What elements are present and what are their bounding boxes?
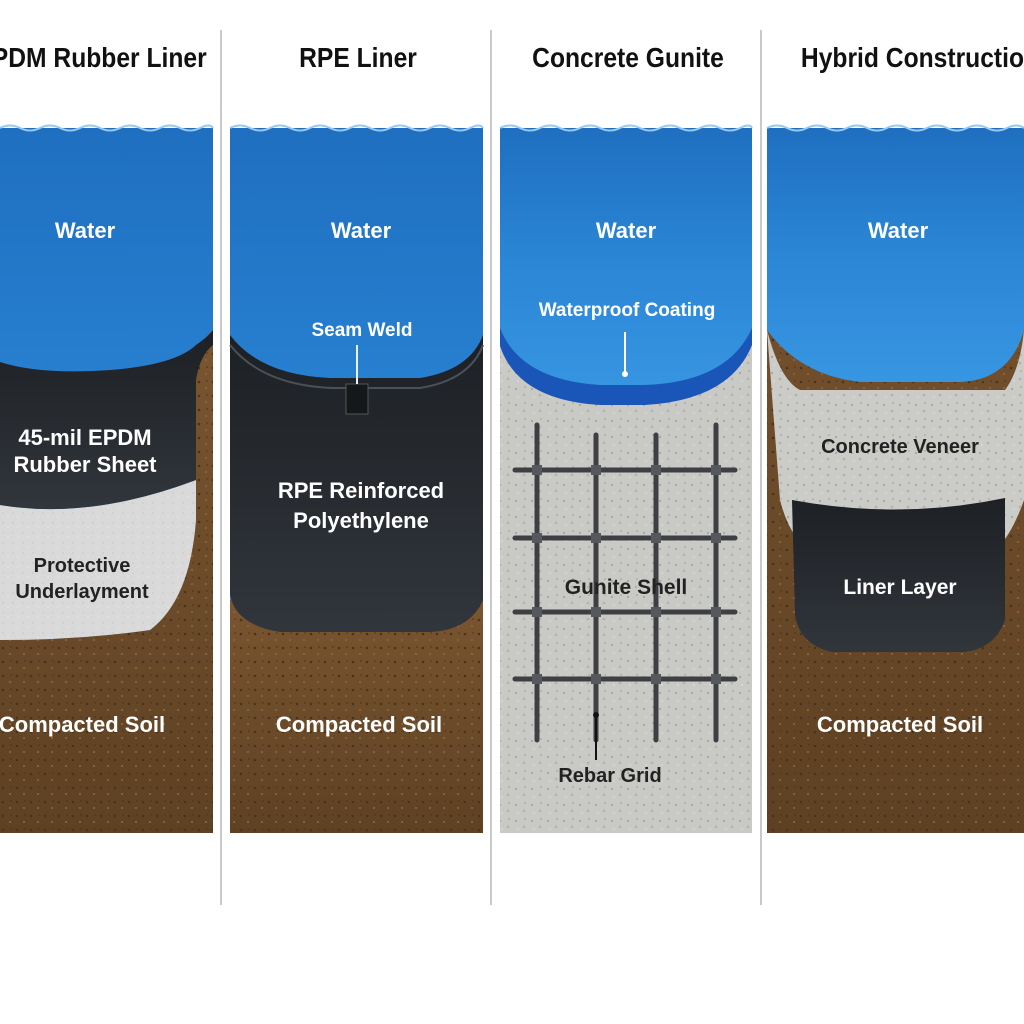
epdm-liner-layer xyxy=(0,330,213,510)
label-water: Water xyxy=(331,218,392,243)
column-divider xyxy=(220,30,222,905)
column-divider xyxy=(760,30,762,905)
column-divider xyxy=(490,30,492,905)
title-hybrid: Hybrid Construction xyxy=(800,42,1024,73)
label-underlay-line2: Underlayment xyxy=(15,581,149,603)
label-water: Water xyxy=(596,218,657,243)
label-waterproof-coating: Waterproof Coating xyxy=(539,300,716,321)
title-rpe: RPE Liner xyxy=(299,42,417,73)
label-water: Water xyxy=(55,218,116,243)
waterproof-coating-layer xyxy=(500,328,752,405)
label-water: Water xyxy=(868,218,929,243)
label-soil: Compacted Soil xyxy=(276,712,442,737)
gunite-section xyxy=(499,124,753,833)
seam-weld-mark xyxy=(345,383,369,415)
water-surface xyxy=(499,124,753,132)
label-liner-layer: Liner Layer xyxy=(843,576,956,599)
label-soil: Compacted Soil xyxy=(817,712,983,737)
label-epdm-line2: Rubber Sheet xyxy=(13,452,157,477)
label-underlay-line1: Protective xyxy=(34,555,131,577)
label-soil: Compacted Soil xyxy=(0,712,165,737)
rebar-ties xyxy=(532,465,721,684)
label-rebar-grid: Rebar Grid xyxy=(558,765,661,787)
title-epdm: EPDM Rubber Liner xyxy=(0,42,207,73)
label-epdm-line1: 45-mil EPDM xyxy=(18,425,151,450)
water-layer xyxy=(500,128,752,398)
title-gunite: Concrete Gunite xyxy=(532,42,724,73)
epdm-section xyxy=(0,124,214,833)
water-surface xyxy=(229,124,484,132)
label-gunite-shell: Gunite Shell xyxy=(565,576,688,599)
rpe-section xyxy=(229,124,484,833)
label-seam-weld: Seam Weld xyxy=(311,320,412,341)
liner-layer xyxy=(792,498,1005,652)
water-surface xyxy=(766,124,1024,132)
label-rpe-line1: RPE Reinforced xyxy=(278,478,444,503)
water-layer xyxy=(767,128,1024,382)
rebar-grid xyxy=(512,422,738,743)
label-rpe-line2: Polyethylene xyxy=(293,508,429,533)
label-concrete-veneer: Concrete Veneer xyxy=(821,436,979,458)
water-surface xyxy=(0,124,214,132)
hybrid-section xyxy=(766,124,1024,833)
rpe-liner-layer xyxy=(230,335,483,632)
